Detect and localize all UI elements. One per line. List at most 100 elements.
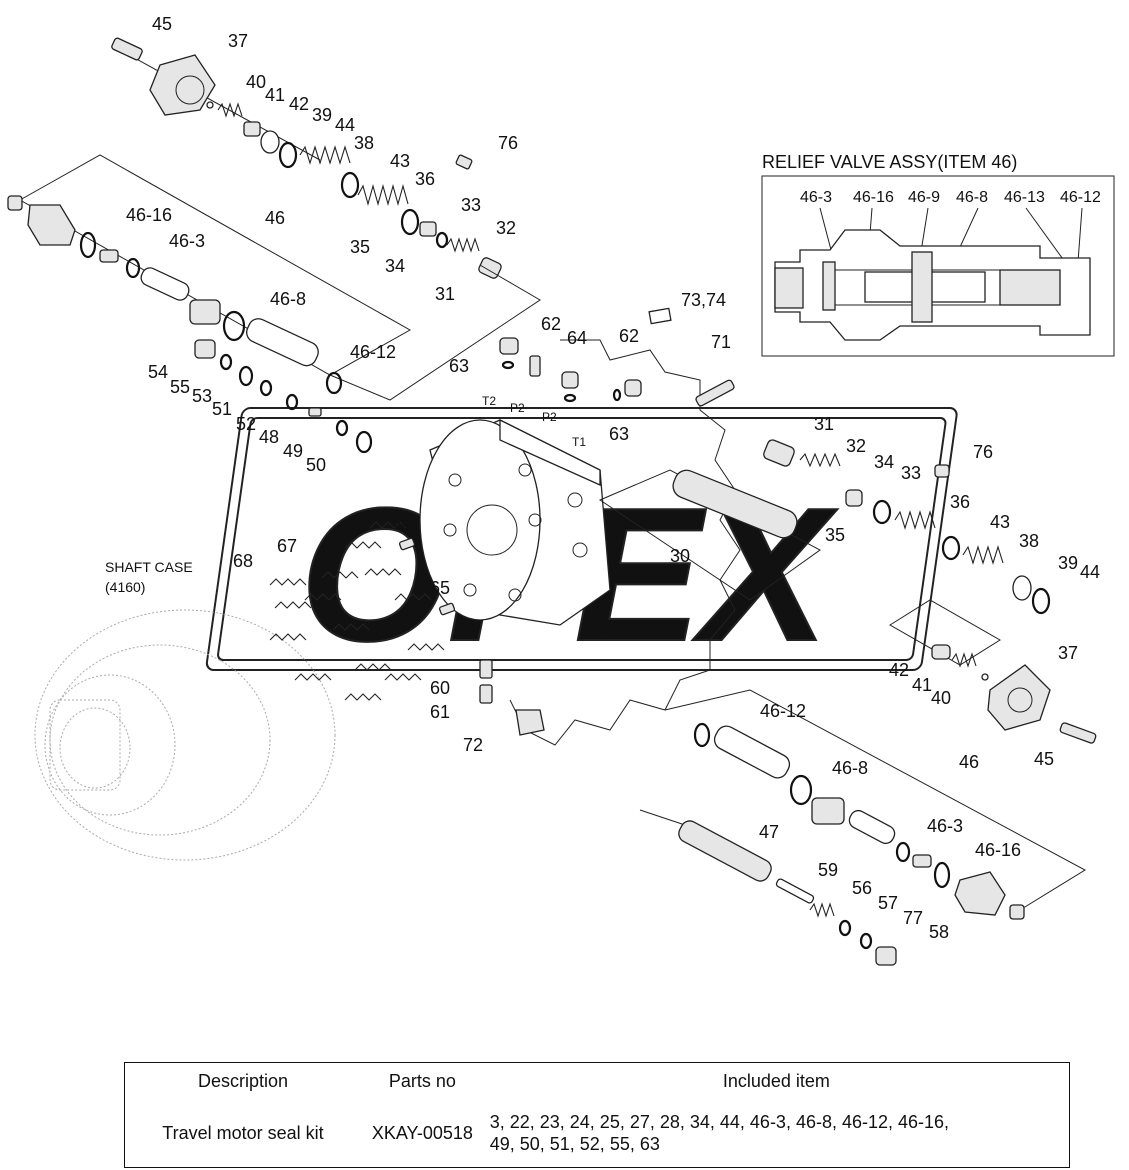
callout: 30 (670, 546, 690, 566)
callout: 35 (350, 237, 370, 257)
callout: 58 (929, 922, 949, 942)
callout: 29 (592, 617, 612, 637)
callout: 67 (277, 536, 297, 556)
inset-title: RELIEF VALVE ASSY(ITEM 46) (762, 152, 1017, 172)
callout: 76 (498, 133, 518, 153)
piston-springs (269, 521, 545, 736)
callout: 65 (430, 578, 450, 598)
callout: 34 (385, 256, 405, 276)
callout: 47 (759, 822, 779, 842)
lower-relief-valve-stack (664, 689, 1087, 920)
callout: 40 (931, 688, 951, 708)
callout: 41 (265, 85, 285, 105)
inset-callout: 46-8 (956, 189, 988, 206)
shaft-case-drawing: SHAFT CASE (4160) (34, 559, 336, 861)
callout: 33 (461, 195, 481, 215)
callout: 60 (430, 678, 450, 698)
row-parts-no: XKAY-00518 (371, 1122, 473, 1143)
gear-outline (509, 339, 741, 746)
callout: 76 (973, 442, 993, 462)
callout: 48 (259, 427, 279, 447)
callout: 49 (283, 441, 303, 461)
port-t1-label: T1 (572, 435, 586, 449)
callout: 34 (874, 452, 894, 472)
shaft-case-code: (4160) (105, 579, 145, 595)
callout: 37 (228, 31, 248, 51)
callout: 62 (619, 326, 639, 346)
inset-callout: 46-12 (1060, 189, 1101, 206)
right-middle-parts (889, 599, 1097, 744)
callout: 46-3 (927, 816, 963, 836)
callout: 63 (449, 356, 469, 376)
included-line-2: 49, 50, 51, 52, 55, 63 (489, 1134, 660, 1154)
spool-assembly (598, 439, 892, 601)
callout: 50 (306, 455, 326, 475)
port-p2-label: P2 (510, 401, 525, 415)
callout: 73,74 (681, 290, 726, 310)
callout: 46-12 (760, 701, 806, 721)
shaft-case-label: SHAFT CASE (105, 559, 193, 575)
callout: 36 (415, 169, 435, 189)
callout: 61 (430, 702, 450, 722)
callout: 54 (148, 362, 168, 382)
upper-left-parts (111, 37, 502, 279)
callout: 71 (711, 332, 731, 352)
seal-kit-table: Description Parts no Included item Trave… (124, 1062, 1070, 1168)
callout: 45 (1034, 749, 1054, 769)
inset-callout: 46-3 (800, 189, 832, 206)
callout: 32 (496, 218, 516, 238)
callout: 46 (959, 752, 979, 772)
callout: 63 (609, 424, 629, 444)
col-header-parts-no: Parts no (388, 1070, 456, 1091)
row-description: Travel motor seal kit (162, 1122, 324, 1143)
callout: 31 (814, 414, 834, 434)
relief-valve-inset: RELIEF VALVE ASSY(ITEM 46) 46-3 46-16 46… (761, 152, 1115, 357)
callout: 35 (825, 525, 845, 545)
port-p2b-label: P2 (542, 410, 557, 424)
callout: 33 (901, 463, 921, 483)
callout: 64 (567, 328, 587, 348)
callout: 46-12 (350, 342, 396, 362)
callout: 37 (1058, 643, 1078, 663)
callout: 51 (212, 399, 232, 419)
callout: 72 (463, 735, 483, 755)
callout: 38 (354, 133, 374, 153)
callout: 46 (265, 208, 285, 228)
callout: 46-8 (270, 289, 306, 309)
callout: 53 (192, 386, 212, 406)
callout: 77 (903, 908, 923, 928)
col-header-description: Description (197, 1070, 289, 1091)
callout: 59 (818, 860, 838, 880)
table-row: Travel motor seal kit XKAY-00518 3, 22, … (125, 1099, 1069, 1167)
callout: 39 (312, 105, 332, 125)
callout-labels: 45 37 40 41 42 39 44 38 43 36 76 33 32 3… (126, 14, 1100, 942)
inset-callout: 46-9 (908, 189, 940, 206)
callout: 43 (990, 512, 1010, 532)
callout: 31 (435, 284, 455, 304)
top-small-parts (499, 307, 735, 407)
callout: 43 (390, 151, 410, 171)
valve-body: T2 P2 P2 T1 (419, 394, 611, 626)
callout: 57 (878, 893, 898, 913)
port-t2-label: T2 (482, 394, 496, 408)
inset-callout: 46-16 (853, 189, 894, 206)
callout: 38 (1019, 531, 1039, 551)
callout: 46-16 (975, 840, 1021, 860)
callout: 42 (889, 660, 909, 680)
callout: 44 (1080, 562, 1100, 582)
callout: 39 (1058, 553, 1078, 573)
included-line-1: 3, 22, 23, 24, 25, 27, 28, 34, 44, 46-3,… (489, 1112, 950, 1132)
callout: 66 (391, 511, 411, 531)
callout: 40 (246, 72, 266, 92)
callout: 32 (846, 436, 866, 456)
callout: 41 (912, 675, 932, 695)
callout: 46-3 (169, 231, 205, 251)
col-header-included: Included item (722, 1070, 830, 1091)
callout: 36 (950, 492, 970, 512)
callout: 44 (335, 115, 355, 135)
callout: 42 (289, 94, 309, 114)
inset-callout: 46-13 (1004, 189, 1045, 206)
callout: 52 (236, 414, 256, 434)
callout: 56 (852, 878, 872, 898)
